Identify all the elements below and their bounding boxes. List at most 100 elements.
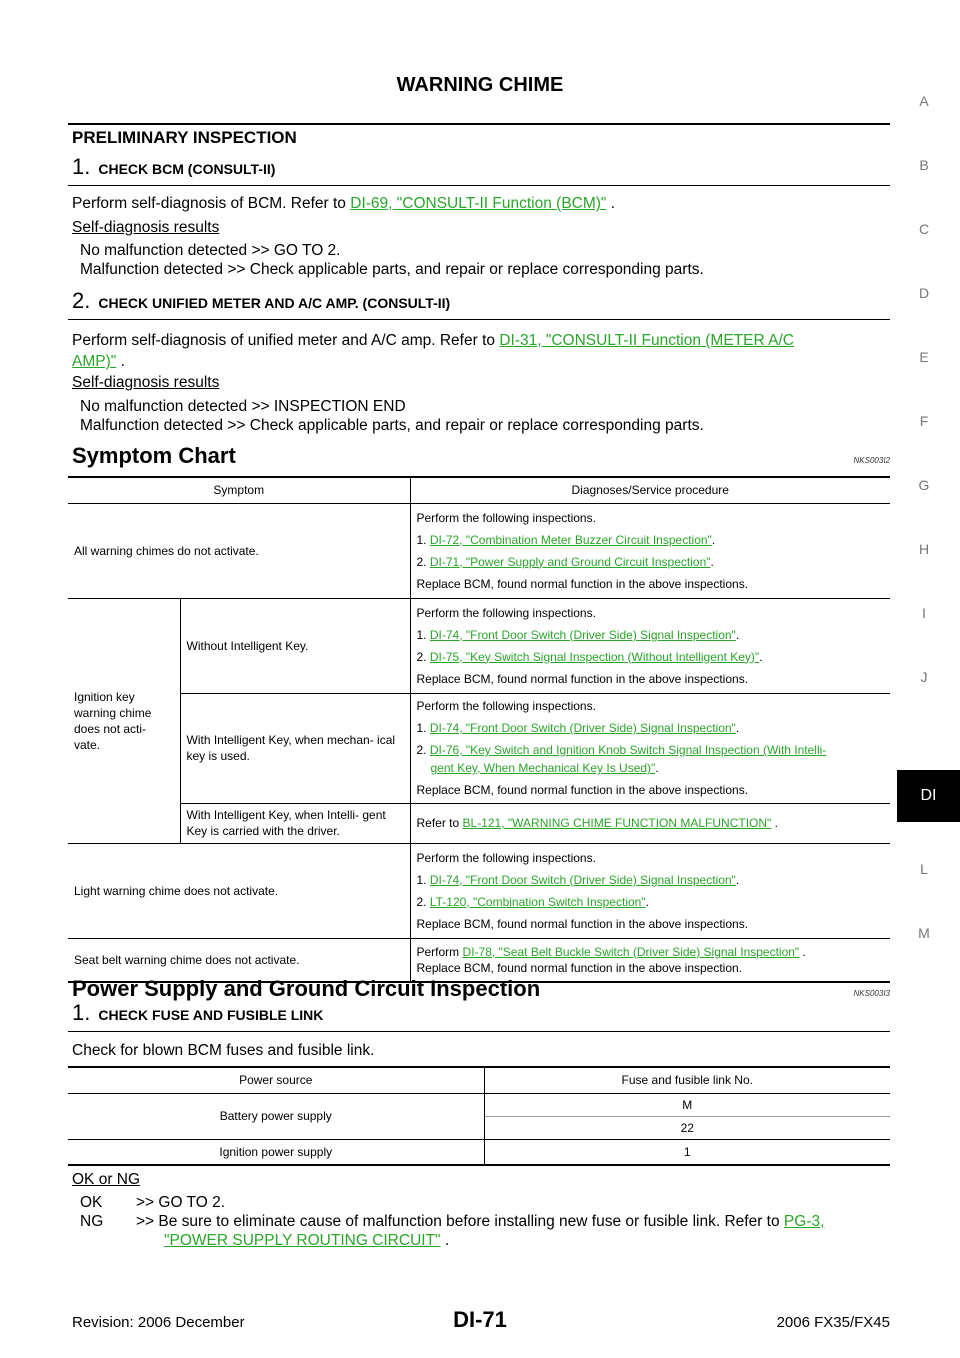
link-lt-120[interactable]: LT-120, "Combination Switch Inspection" [429,894,646,909]
table-header: Symptom [68,477,411,503]
procedure-text: Replace BCM, found normal function in th… [416,671,749,686]
procedure-item: 1. DI-74, "Front Door Switch (Driver Sid… [416,721,740,735]
step-text: Perform self-diagnosis of unified meter … [72,332,496,349]
procedure-item: 1. DI-74, "Front Door Switch (Driver Sid… [416,627,740,642]
procedure-text: Perform the following inspections. [416,850,596,865]
section-heading-prelim: PRELIMINARY INSPECTION [72,128,297,147]
results-label: Self-diagnosis results [72,219,220,236]
step-title: CHECK BCM (CONSULT-II) [98,161,276,177]
procedure-text: Refer to [416,816,460,830]
link-di-76-cont[interactable]: gent Key, When Mechanical Key Is Used)" [430,761,656,775]
sidebar-item-f[interactable]: F [919,413,929,429]
table-row: Light warning chime does not activate. P… [68,843,890,938]
table-header: Diagnoses/Service procedure [571,483,729,498]
link-bl-121[interactable]: BL-121, "WARNING CHIME FUNCTION MALFUNCT… [462,816,772,830]
condition-cell: With Intelligent Key, when Intelli- gent… [180,803,411,843]
punct: . [606,195,616,212]
procedure-cell: Perform DI-78, "Seat Belt Buckle Switch … [410,938,890,982]
link-di-31-cont[interactable]: AMP)" [72,353,117,370]
sidebar-item-g[interactable]: G [918,477,930,493]
punct: . [440,1232,450,1249]
procedure-item-cont: gent Key, When Mechanical Key Is Used)". [430,761,659,775]
table-row: Seat belt warning chime does not activat… [68,938,890,982]
procedure-item: 2. DI-75, "Key Switch Signal Inspection … [416,649,763,664]
result-line: Malfunction detected >> Check applicable… [80,261,704,278]
symptom-table: Symptom Diagnoses/Service procedure All … [68,476,890,983]
fuse-table: Power source Fuse and fusible link No. B… [68,1066,890,1166]
table-row: Battery power supply M [68,1093,890,1140]
sidebar-item-i[interactable]: I [922,605,926,621]
link-di-31[interactable]: DI-31, "CONSULT-II Function (METER A/C [499,332,794,349]
ok-text: >> GO TO 2. [136,1194,226,1211]
punct: . [771,816,778,830]
results-label: Self-diagnosis results [72,374,220,391]
sidebar-item-b[interactable]: B [919,157,929,173]
condition-cell: Without Intelligent Key. [180,598,411,693]
ng-line: NG>> Be sure to eliminate cause of malfu… [80,1212,892,1231]
step-rule [68,319,890,320]
sidebar-item-e[interactable]: E [919,349,929,365]
table-header-row: Symptom Diagnoses/Service procedure [68,477,890,503]
procedure-item: Perform DI-78, "Seat Belt Buckle Switch … [417,944,885,960]
table-row: Ignition key warning chime does not acti… [68,598,890,843]
procedure-text: Perform the following inspections. [416,699,596,713]
sidebar-item-m[interactable]: M [918,925,930,941]
procedure-cell: Perform the following inspections. 1. DI… [410,503,890,598]
symptom-cell: All warning chimes do not activate. [68,503,411,598]
footer-page-id: DI-71 [453,1307,507,1332]
link-power-supply-routing[interactable]: "POWER SUPPLY ROUTING CIRCUIT" [164,1232,441,1249]
ng-text: >> Be sure to eliminate cause of malfunc… [136,1213,780,1230]
prelim-step2-heading: 2. CHECK UNIFIED METER AND A/C AMP. (CONS… [72,288,450,314]
fuse-cell: M [682,1097,693,1112]
table-row: With Intelligent Key, when mechan- ical … [68,693,890,803]
procedure-text: Replace BCM, found normal function in th… [416,783,749,797]
procedure-cell: Perform the following inspections. 1. DI… [410,843,890,938]
link-di-76[interactable]: DI-76, "Key Switch and Ignition Knob Swi… [429,743,827,757]
step-rule [68,185,890,186]
link-di-74[interactable]: DI-74, "Front Door Switch (Driver Side) … [429,627,736,642]
procedure-cell: Perform the following inspections. 1. DI… [410,598,890,693]
table-header: Fuse and fusible link No. [621,1073,753,1088]
link-di-74[interactable]: DI-74, "Front Door Switch (Driver Side) … [429,872,736,887]
link-di-71[interactable]: DI-71, "Power Supply and Ground Circuit … [429,554,711,569]
link-di-74[interactable]: DI-74, "Front Door Switch (Driver Side) … [429,721,736,735]
ng-line-cont: "POWER SUPPLY ROUTING CIRCUIT" . [164,1231,449,1250]
step-title: CHECK UNIFIED METER AND A/C AMP. (CONSUL… [98,295,451,311]
step-text: Perform self-diagnosis of BCM. Refer to [72,195,346,212]
sidebar-item-j[interactable]: J [920,669,928,685]
link-di-78[interactable]: DI-78, "Seat Belt Buckle Switch (Driver … [462,944,800,959]
punct: . [116,353,125,370]
section-code: NKS003I2 [853,456,890,465]
link-di-75[interactable]: DI-75, "Key Switch Signal Inspection (Wi… [429,649,760,664]
procedure-text: Replace BCM, found normal function in th… [416,576,749,591]
procedure-text: Replace BCM, found normal function in th… [416,916,749,931]
ok-key: OK [80,1194,103,1211]
fuse-cell: 1 [683,1144,691,1159]
page-title: WARNING CHIME [396,74,564,96]
procedure-item: 1. DI-72, "Combination Meter Buzzer Circ… [416,532,716,547]
procedure-text: Perform the following inspections. [416,510,596,525]
procedure-text: Perform [416,944,460,959]
sidebar-item-a[interactable]: A [919,93,929,109]
link-di-69[interactable]: DI-69, "CONSULT-II Function (BCM)" [350,195,607,212]
result-line: No malfunction detected >> INSPECTION EN… [80,398,406,415]
step-number: 2. [72,288,91,313]
prelim-step1-text: Perform self-diagnosis of BCM. Refer to … [72,195,615,213]
link-di-72[interactable]: DI-72, "Combination Meter Buzzer Circuit… [429,532,712,547]
symptom-cell: Ignition key warning chime does not acti… [68,598,181,843]
sidebar-item-c[interactable]: C [918,221,930,237]
footer-revision: Revision: 2006 December [72,1314,245,1331]
table-row: Ignition power supply 1 [68,1139,890,1165]
procedure-cell: Refer to BL-121, "WARNING CHIME FUNCTION… [410,803,890,843]
sidebar-item-d[interactable]: D [918,285,930,301]
step-number: 1. [72,154,91,179]
procedure-cell: Perform the following inspections. 1. DI… [410,693,890,803]
sidebar-item-di[interactable]: DI [897,770,960,822]
procedure-text: Replace BCM, found normal function in th… [416,960,743,975]
punct: . [799,944,806,959]
sidebar-item-h[interactable]: H [918,541,930,557]
section-heading-symptom: Symptom Chart [72,443,236,468]
sidebar-item-l[interactable]: L [920,861,928,877]
procedure-item: 1. DI-74, "Front Door Switch (Driver Sid… [416,872,740,887]
link-pg-3[interactable]: PG-3, [783,1213,825,1230]
